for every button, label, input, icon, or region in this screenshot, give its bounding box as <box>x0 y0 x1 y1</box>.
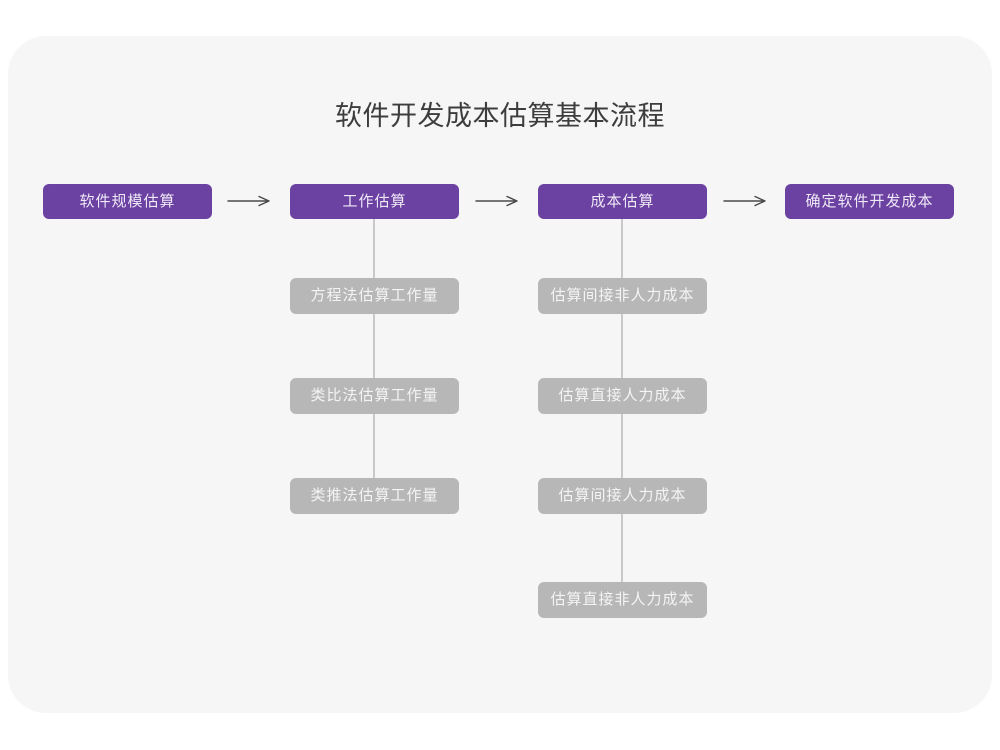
stage-box-work-estimation: 工作估算 <box>290 184 459 219</box>
substep-box-direct-nonlabor-cost: 估算直接非人力成本 <box>538 582 707 618</box>
right-arrow-icon <box>227 195 270 207</box>
substep-box-indirect-labor-cost: 估算间接人力成本 <box>538 478 707 514</box>
substep-box-inference-method: 类推法估算工作量 <box>290 478 459 514</box>
right-arrow-icon <box>723 195 766 207</box>
substep-box-analogy-method: 类比法估算工作量 <box>290 378 459 414</box>
substep-box-equation-method: 方程法估算工作量 <box>290 278 459 314</box>
connector-line-work-column <box>373 219 375 480</box>
right-arrow-icon <box>475 195 518 207</box>
flowchart-card <box>8 36 992 713</box>
stage-box-software-scale-estimation: 软件规模估算 <box>43 184 212 219</box>
stage-box-cost-estimation: 成本估算 <box>538 184 707 219</box>
stage-box-determine-dev-cost: 确定软件开发成本 <box>785 184 954 219</box>
substep-box-direct-labor-cost: 估算直接人力成本 <box>538 378 707 414</box>
substep-box-indirect-nonlabor-cost: 估算间接非人力成本 <box>538 278 707 314</box>
page-title: 软件开发成本估算基本流程 <box>335 101 665 131</box>
